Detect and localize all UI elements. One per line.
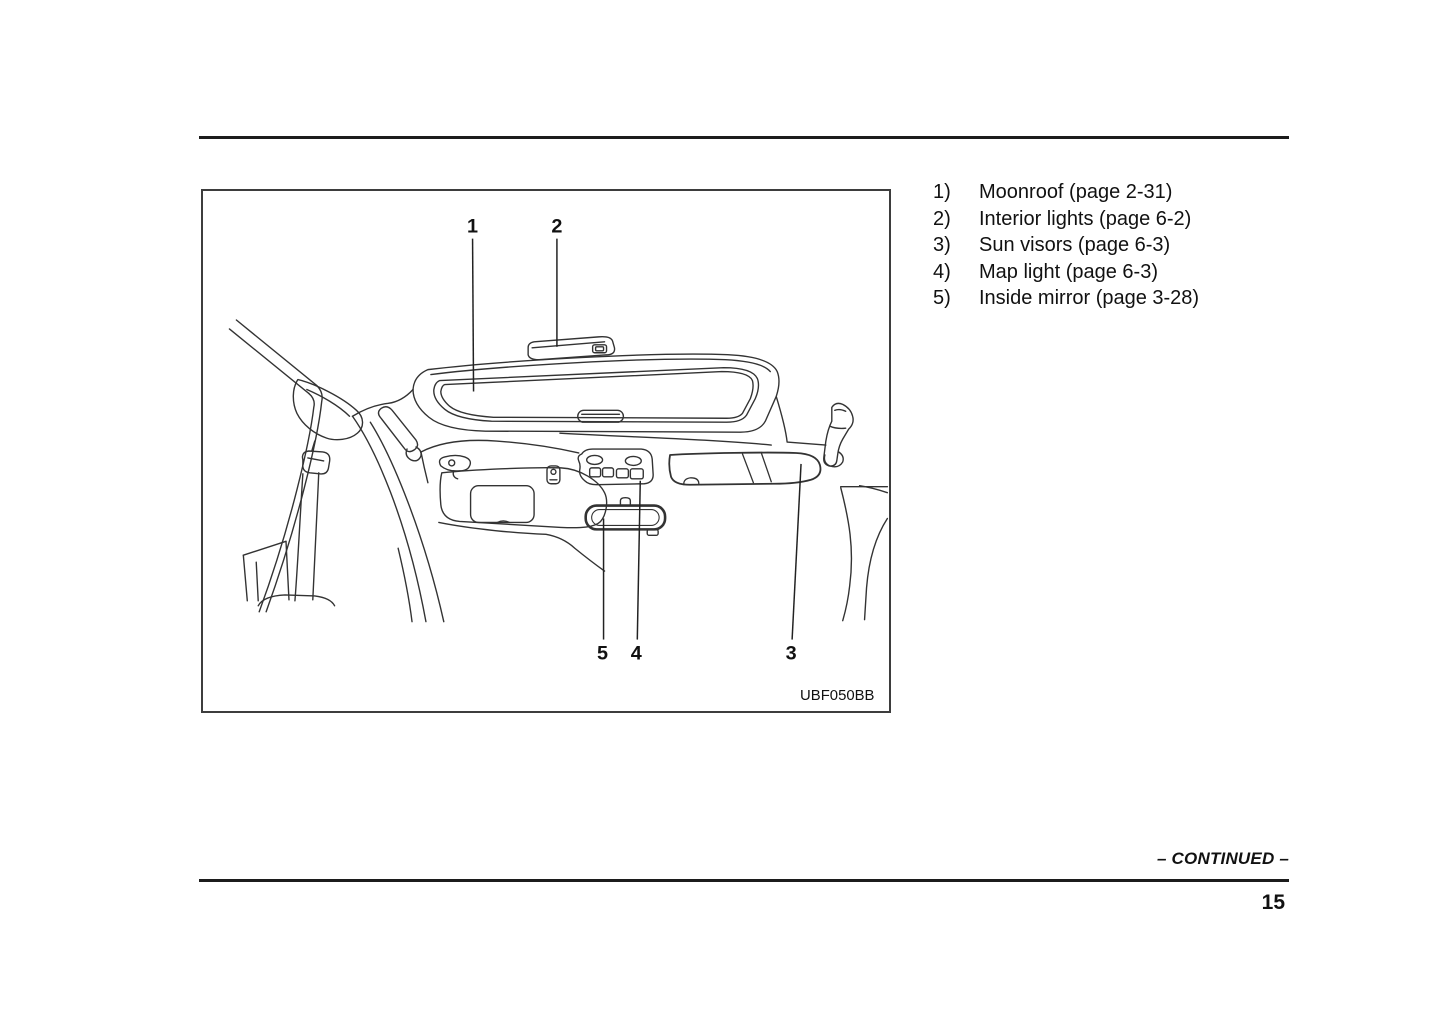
figure-box: 1 2 5 4 3 UBF050BB [201, 189, 891, 713]
legend-item-label: Moonroof (page 2-31) [979, 181, 1173, 203]
line-art-inside-mirror [584, 496, 667, 537]
line-art-map-light-console [577, 448, 654, 486]
legend-list: 1) Moonroof (page 2-31) 2) Interior ligh… [933, 179, 1199, 312]
line-art-moonroof [412, 353, 780, 433]
figure-code: UBF050BB [800, 688, 874, 704]
top-rule [199, 136, 1289, 139]
legend-item-number: 2) [933, 207, 951, 230]
legend-item: 2) Interior lights (page 6-2) [933, 206, 1199, 233]
car-interior-illustration: 1 2 5 4 3 UBF050BB [228, 216, 889, 704]
legend-item: 5) Inside mirror (page 3-28) [933, 285, 1199, 312]
bottom-rule [199, 879, 1289, 882]
legend-item: 1) Moonroof (page 2-31) [933, 179, 1199, 206]
legend-item-label: Interior lights (page 6-2) [979, 207, 1192, 230]
legend-item-label: Inside mirror (page 3-28) [979, 287, 1200, 310]
line-art-right-sun-visor [668, 451, 822, 486]
legend-item-number: 4) [933, 260, 951, 283]
legend-item-label: Sun visors (page 6-3) [979, 234, 1171, 257]
legend-item-number: 3) [933, 234, 951, 257]
callout-leader-lines [471, 238, 802, 640]
legend-item: 4) Map light (page 6-3) [933, 259, 1199, 286]
continued-label: – CONTINUED – [1156, 849, 1289, 868]
callout-5: 5 [597, 642, 608, 664]
line-art-right-side [559, 395, 889, 622]
legend-item-number: 5) [933, 287, 951, 310]
legend-item-number: 1) [933, 181, 951, 203]
callout-4: 4 [631, 642, 642, 664]
legend-item-label: Map light (page 6-3) [979, 260, 1158, 283]
legend-item: 3) Sun visors (page 6-3) [933, 232, 1199, 259]
line-art-left-pillar [228, 319, 606, 623]
callout-2: 2 [551, 216, 562, 238]
callout-1: 1 [467, 216, 478, 238]
callout-3: 3 [786, 642, 797, 664]
line-art-interior-light [527, 336, 616, 361]
page-number: 15 [1261, 891, 1285, 914]
line-art-left-sun-visor [438, 454, 608, 529]
